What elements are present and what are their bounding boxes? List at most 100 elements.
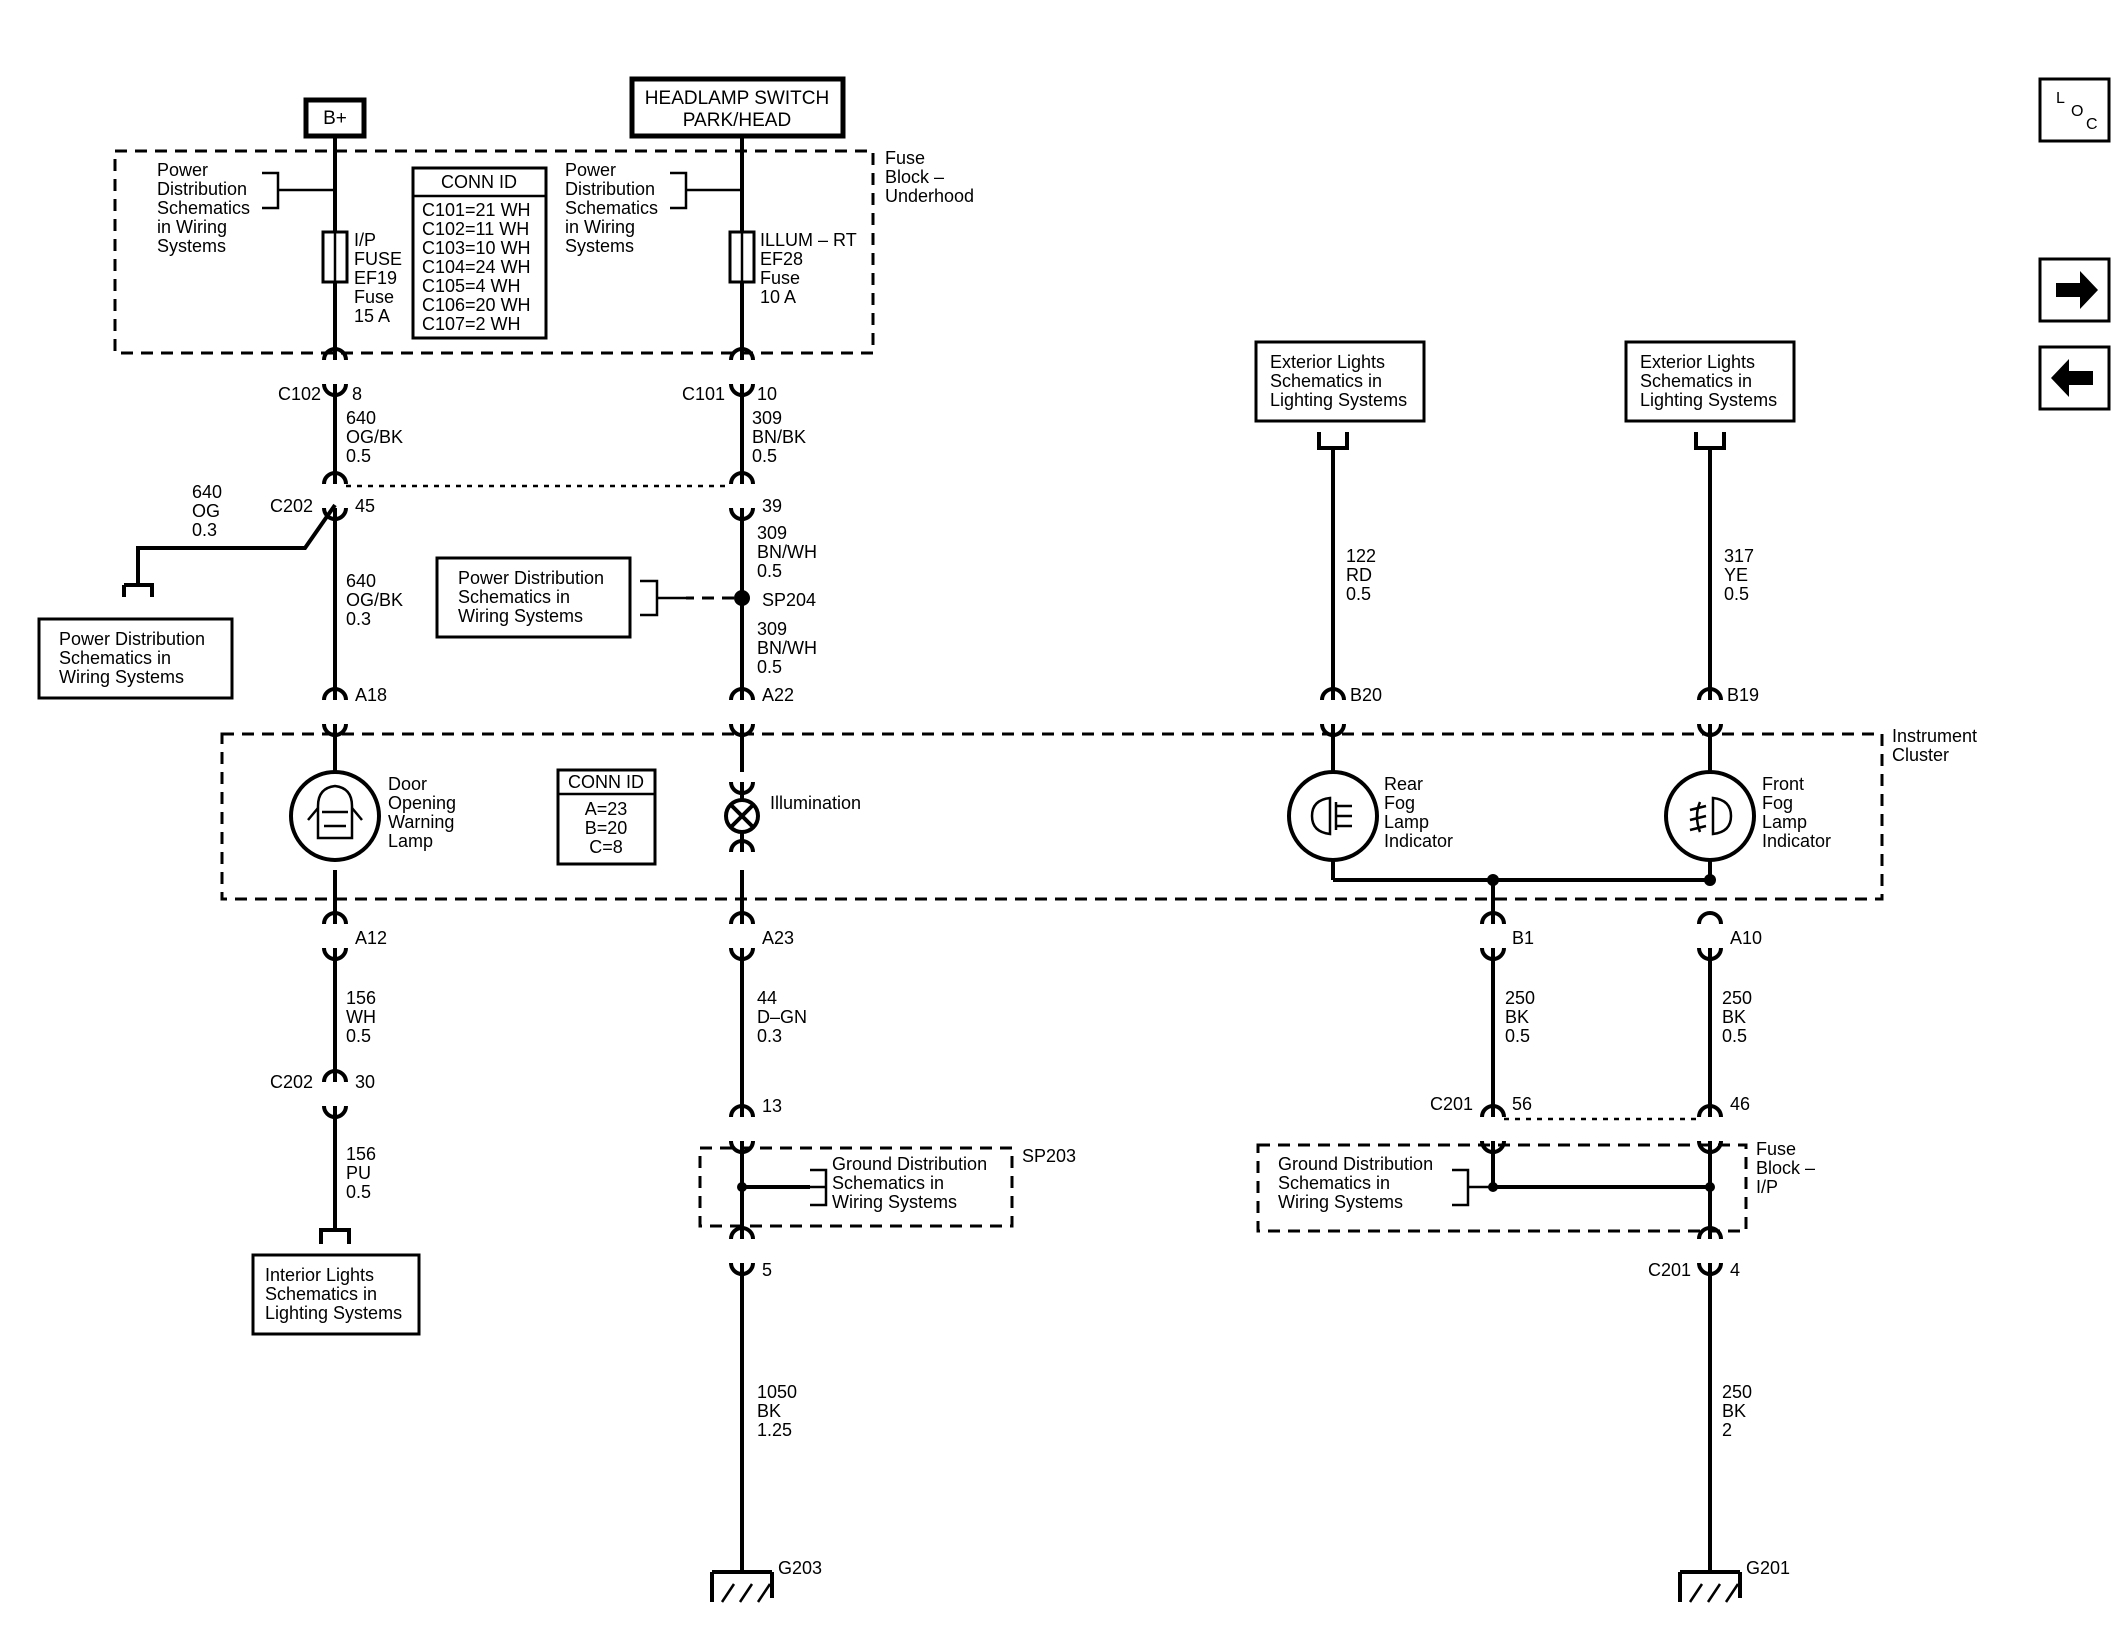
loc-letter: C — [2086, 116, 2098, 133]
w640-upper-line-1: 640 — [346, 408, 376, 428]
front-fog-lamp-indicator: Front Fog Lamp Indicator — [1664, 770, 1831, 862]
rear-fog-line-2: Fog — [1384, 793, 1415, 813]
pd-right-line-1: Power — [565, 160, 616, 180]
exterior-lights-front-box[interactable]: Exterior Lights Schematics in Lighting S… — [1624, 340, 1796, 450]
fuse-ef19-line-2: FUSE — [354, 249, 402, 269]
w156-upper-line-1: 156 — [346, 988, 376, 1008]
interior-line-2: Schematics in — [265, 1284, 377, 1304]
w317-line-2: YE — [1724, 565, 1748, 585]
door-lamp-line-4: Lamp — [388, 831, 433, 851]
gd-left-line-1: Ground Distribution — [832, 1154, 987, 1174]
headlamp-switch-line-2: PARK/HEAD — [683, 110, 791, 131]
w317-line-3: 0.5 — [1724, 584, 1749, 604]
door-lamp-line-3: Warning — [388, 812, 454, 832]
front-fog-icon — [1689, 796, 1733, 836]
pd-right-line-5: Systems — [565, 236, 634, 256]
pd-right-line-2: Distribution — [565, 179, 655, 199]
c201-pin-56: 56 — [1512, 1094, 1532, 1114]
w250-b1-line-1: 250 — [1505, 988, 1535, 1008]
fuse-ef19-line-5: 15 A — [354, 306, 390, 326]
pin-a18: A18 — [355, 685, 387, 705]
interior-line-3: Lighting Systems — [265, 1303, 402, 1323]
interior-line-1: Interior Lights — [265, 1265, 374, 1285]
bulb-icon — [729, 803, 755, 829]
pd-mid-box-line-2: Schematics in — [458, 587, 570, 607]
fuse-block-underhood-line-2: Block – — [885, 167, 944, 187]
w250-a10-line-3: 0.5 — [1722, 1026, 1747, 1046]
pin-5: 5 — [762, 1260, 772, 1280]
illumination-label: Illumination — [770, 793, 861, 813]
cluster-conn-id-title: CONN ID — [568, 772, 644, 792]
pd-right-line-4: in Wiring — [565, 217, 635, 237]
door-lamp-line-2: Opening — [388, 793, 456, 813]
w309-mid-line-2: BN/WH — [757, 542, 817, 562]
wire-labels-mid: 640 OG/BK 0.3 309 BN/WH 0.5 SP204 309 BN… — [346, 523, 817, 677]
c201-top-label: C201 — [1430, 1094, 1473, 1114]
pd-right-reference: Power Distribution Schematics in Wiring … — [565, 160, 742, 256]
door-lamp-line-1: Door — [388, 774, 427, 794]
conn-id-table-underhood: CONN ID C101=21 WH C102=11 WH C103=10 WH… — [411, 166, 548, 340]
exterior-lights-rear-box[interactable]: Exterior Lights Schematics in Lighting S… — [1254, 340, 1426, 450]
conn-id-row: C101=21 WH — [422, 200, 531, 220]
sp203-label: SP203 — [1022, 1146, 1076, 1166]
pd-left-reference: Power Distribution Schematics in Wiring … — [157, 160, 335, 256]
w156-lower-line-2: PU — [346, 1163, 371, 1183]
fuse-block-ip: Ground Distribution Schematics in Wiring… — [1256, 1139, 1815, 1233]
front-fog-line-1: Front — [1762, 774, 1804, 794]
gd-right-line-1: Ground Distribution — [1278, 1154, 1433, 1174]
pd-left-box-line-3: Wiring Systems — [59, 667, 184, 687]
rear-fog-line-4: Indicator — [1384, 831, 1453, 851]
w309-mid-line-3: 0.5 — [757, 561, 782, 581]
pd-mid-box[interactable]: Power Distribution Schematics in Wiring … — [435, 556, 632, 639]
fuse-block-ip-line-2: Block – — [1756, 1158, 1815, 1178]
conn-id-row: C107=2 WH — [422, 314, 521, 334]
pd-mid-box-line-3: Wiring Systems — [458, 606, 583, 626]
instrument-cluster-label: Instrument Cluster — [1892, 726, 1977, 765]
pin-13: 13 — [762, 1096, 782, 1116]
w250-lower-line-2: BK — [1722, 1401, 1746, 1421]
arrow-right-icon — [2056, 271, 2098, 309]
w640-lower-line-3: 0.3 — [346, 609, 371, 629]
w640-lower-line-1: 640 — [346, 571, 376, 591]
w640-og-line-1: 640 — [192, 482, 222, 502]
w250-b1-line-2: BK — [1505, 1007, 1529, 1027]
pd-right-line-3: Schematics — [565, 198, 658, 218]
w250-lower-line-1: 250 — [1722, 1382, 1752, 1402]
fuse-ef19-line-1: I/P — [354, 230, 376, 250]
w44-line-3: 0.3 — [757, 1026, 782, 1046]
fuse-ef28-line-3: Fuse — [760, 268, 800, 288]
fuse-ef28: ILLUM – RT EF28 Fuse 10 A — [728, 230, 857, 307]
fuse-block-underhood-line-1: Fuse — [885, 148, 925, 168]
conn-id-row: C104=24 WH — [422, 257, 531, 277]
connector-symbols — [322, 347, 1723, 1276]
interior-lights-box[interactable]: Interior Lights Schematics in Lighting S… — [251, 1228, 421, 1336]
bplus-source: B+ — [303, 97, 367, 139]
w640-upper-line-3: 0.5 — [346, 446, 371, 466]
w640-upper-line-2: OG/BK — [346, 427, 403, 447]
pd-left-line-5: Systems — [157, 236, 226, 256]
gd-left-line-2: Schematics in — [832, 1173, 944, 1193]
fuse-block-ip-line-3: I/P — [1756, 1177, 1778, 1197]
pd-left-line-4: in Wiring — [157, 217, 227, 237]
sp204-label: SP204 — [762, 590, 816, 610]
conn-id-title: CONN ID — [441, 172, 517, 192]
bplus-label: B+ — [323, 108, 347, 129]
w309-upper-line-3: 0.5 — [752, 446, 777, 466]
fuse-ef28-line-1: ILLUM – RT — [760, 230, 857, 250]
pd-left-line-2: Distribution — [157, 179, 247, 199]
pd-left-box[interactable]: Power Distribution Schematics in Wiring … — [37, 617, 234, 700]
conn-id-row: C102=11 WH — [422, 219, 529, 239]
w640-og-line-3: 0.3 — [192, 520, 217, 540]
gd-right-line-2: Schematics in — [1278, 1173, 1390, 1193]
back-button[interactable] — [2038, 345, 2111, 411]
loc-letter: O — [2071, 103, 2083, 120]
ext-rear-line-2: Schematics in — [1270, 371, 1382, 391]
loc-button[interactable]: L O C — [2038, 77, 2111, 143]
c201-pin-4: 4 — [1730, 1260, 1740, 1280]
w309-upper-line-1: 309 — [752, 408, 782, 428]
cluster-conn-id-row: C=8 — [589, 837, 623, 857]
ext-front-line-2: Schematics in — [1640, 371, 1752, 391]
rear-fog-lamp-indicator: Rear Fog Lamp Indicator — [1287, 770, 1453, 862]
forward-button[interactable] — [2038, 257, 2111, 323]
c102-label: C102 — [278, 384, 321, 404]
